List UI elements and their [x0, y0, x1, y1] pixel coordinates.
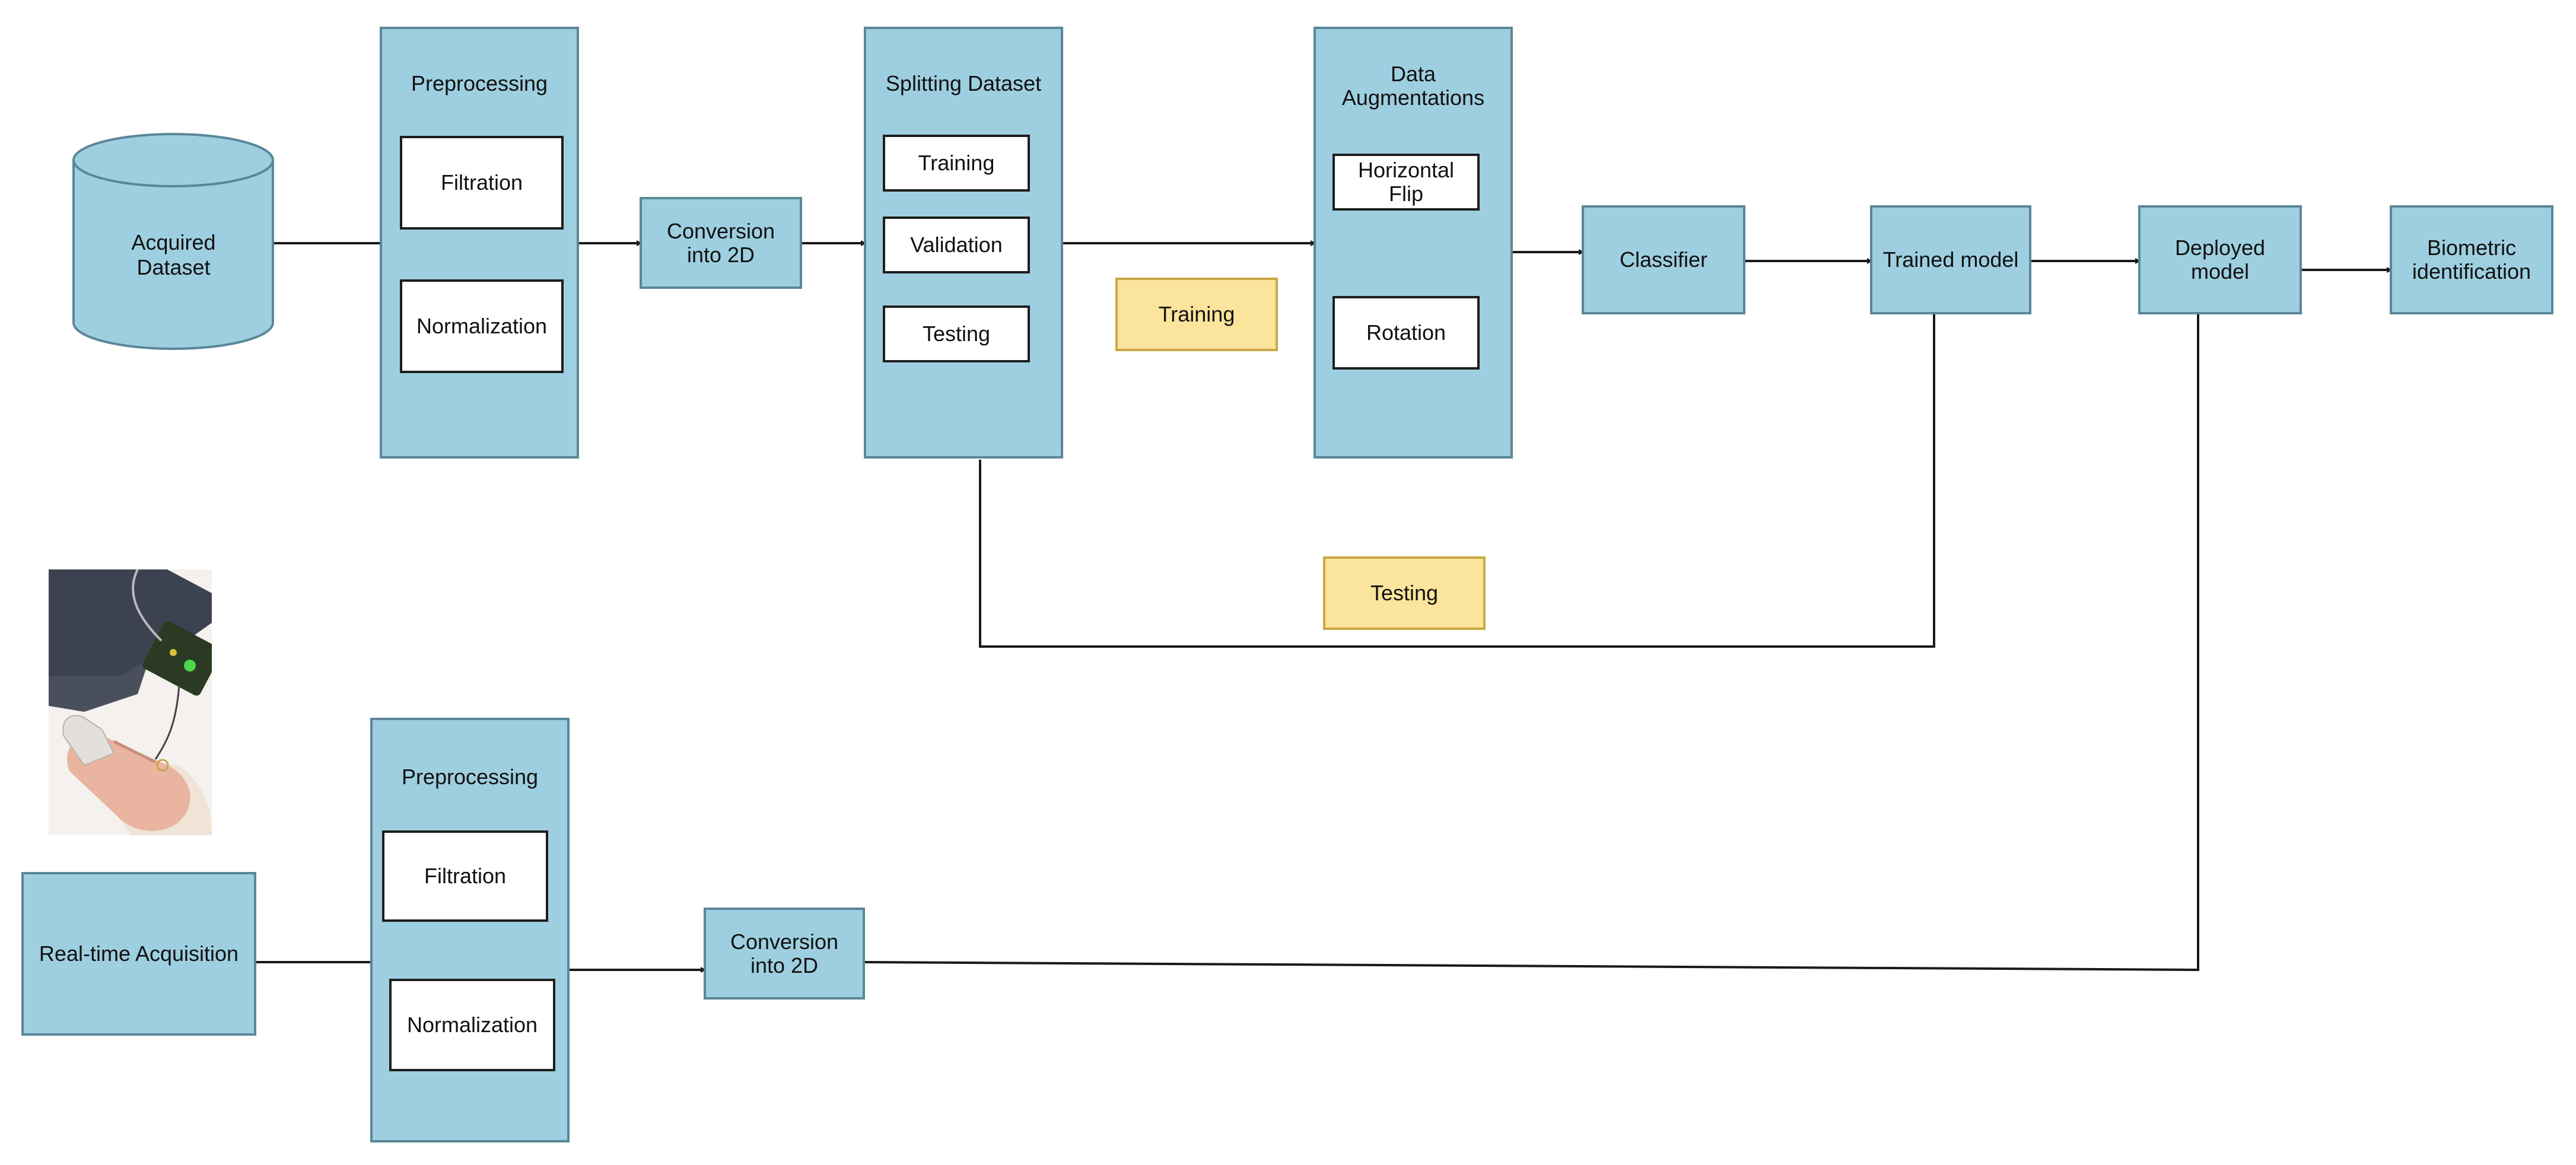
splitting-dataset-title: Splitting Dataset [885, 71, 1042, 96]
filtration-step-bottom: Filtration [382, 830, 548, 922]
data-augmentation-title: Data Augmentations [1341, 62, 1485, 110]
acquired-dataset-label: Acquired Dataset [131, 230, 216, 279]
testing-split: Testing [883, 305, 1030, 362]
training-path-label: Training [1115, 278, 1278, 351]
preprocessing-title: Preprocessing [411, 71, 548, 96]
testing-feedback-line [979, 308, 1937, 648]
preprocessing-title-bottom: Preprocessing [401, 765, 539, 789]
normalization-step-bottom: Normalization [389, 979, 555, 1071]
preprocessing-block-bottom: Preprocessing Filtration Normalization [370, 718, 570, 1142]
realtime-to-deployed-line [864, 308, 2201, 972]
deployed-model-block: Deployed model [2138, 205, 2302, 314]
horizontal-flip-step: Horizontal Flip [1332, 154, 1480, 211]
splitting-dataset-block: Splitting Dataset Training Validation Te… [864, 27, 1063, 459]
preprocessing-block: Preprocessing Filtration Normalization [380, 27, 579, 459]
biometric-identification-block: Biometric identification [2390, 205, 2553, 314]
normalization-step: Normalization [400, 279, 564, 373]
conversion-2d-block-bottom: Conversion into 2D [704, 908, 865, 1000]
classifier-block: Classifier [1582, 205, 1745, 314]
realtime-acquisition-block: Real-time Acquisition [21, 872, 256, 1036]
database-icon [72, 133, 274, 350]
validation-split: Validation [883, 217, 1030, 273]
training-split: Training [883, 135, 1030, 192]
filtration-step: Filtration [400, 136, 564, 230]
data-augmentation-block: Data Augmentations Horizontal Flip Rotat… [1314, 27, 1513, 459]
trained-model-block: Trained model [1870, 205, 2031, 314]
testing-path-label: Testing [1323, 556, 1486, 630]
conversion-2d-block: Conversion into 2D [640, 197, 802, 289]
rotation-step: Rotation [1332, 296, 1480, 370]
sensor-photo [49, 569, 212, 835]
